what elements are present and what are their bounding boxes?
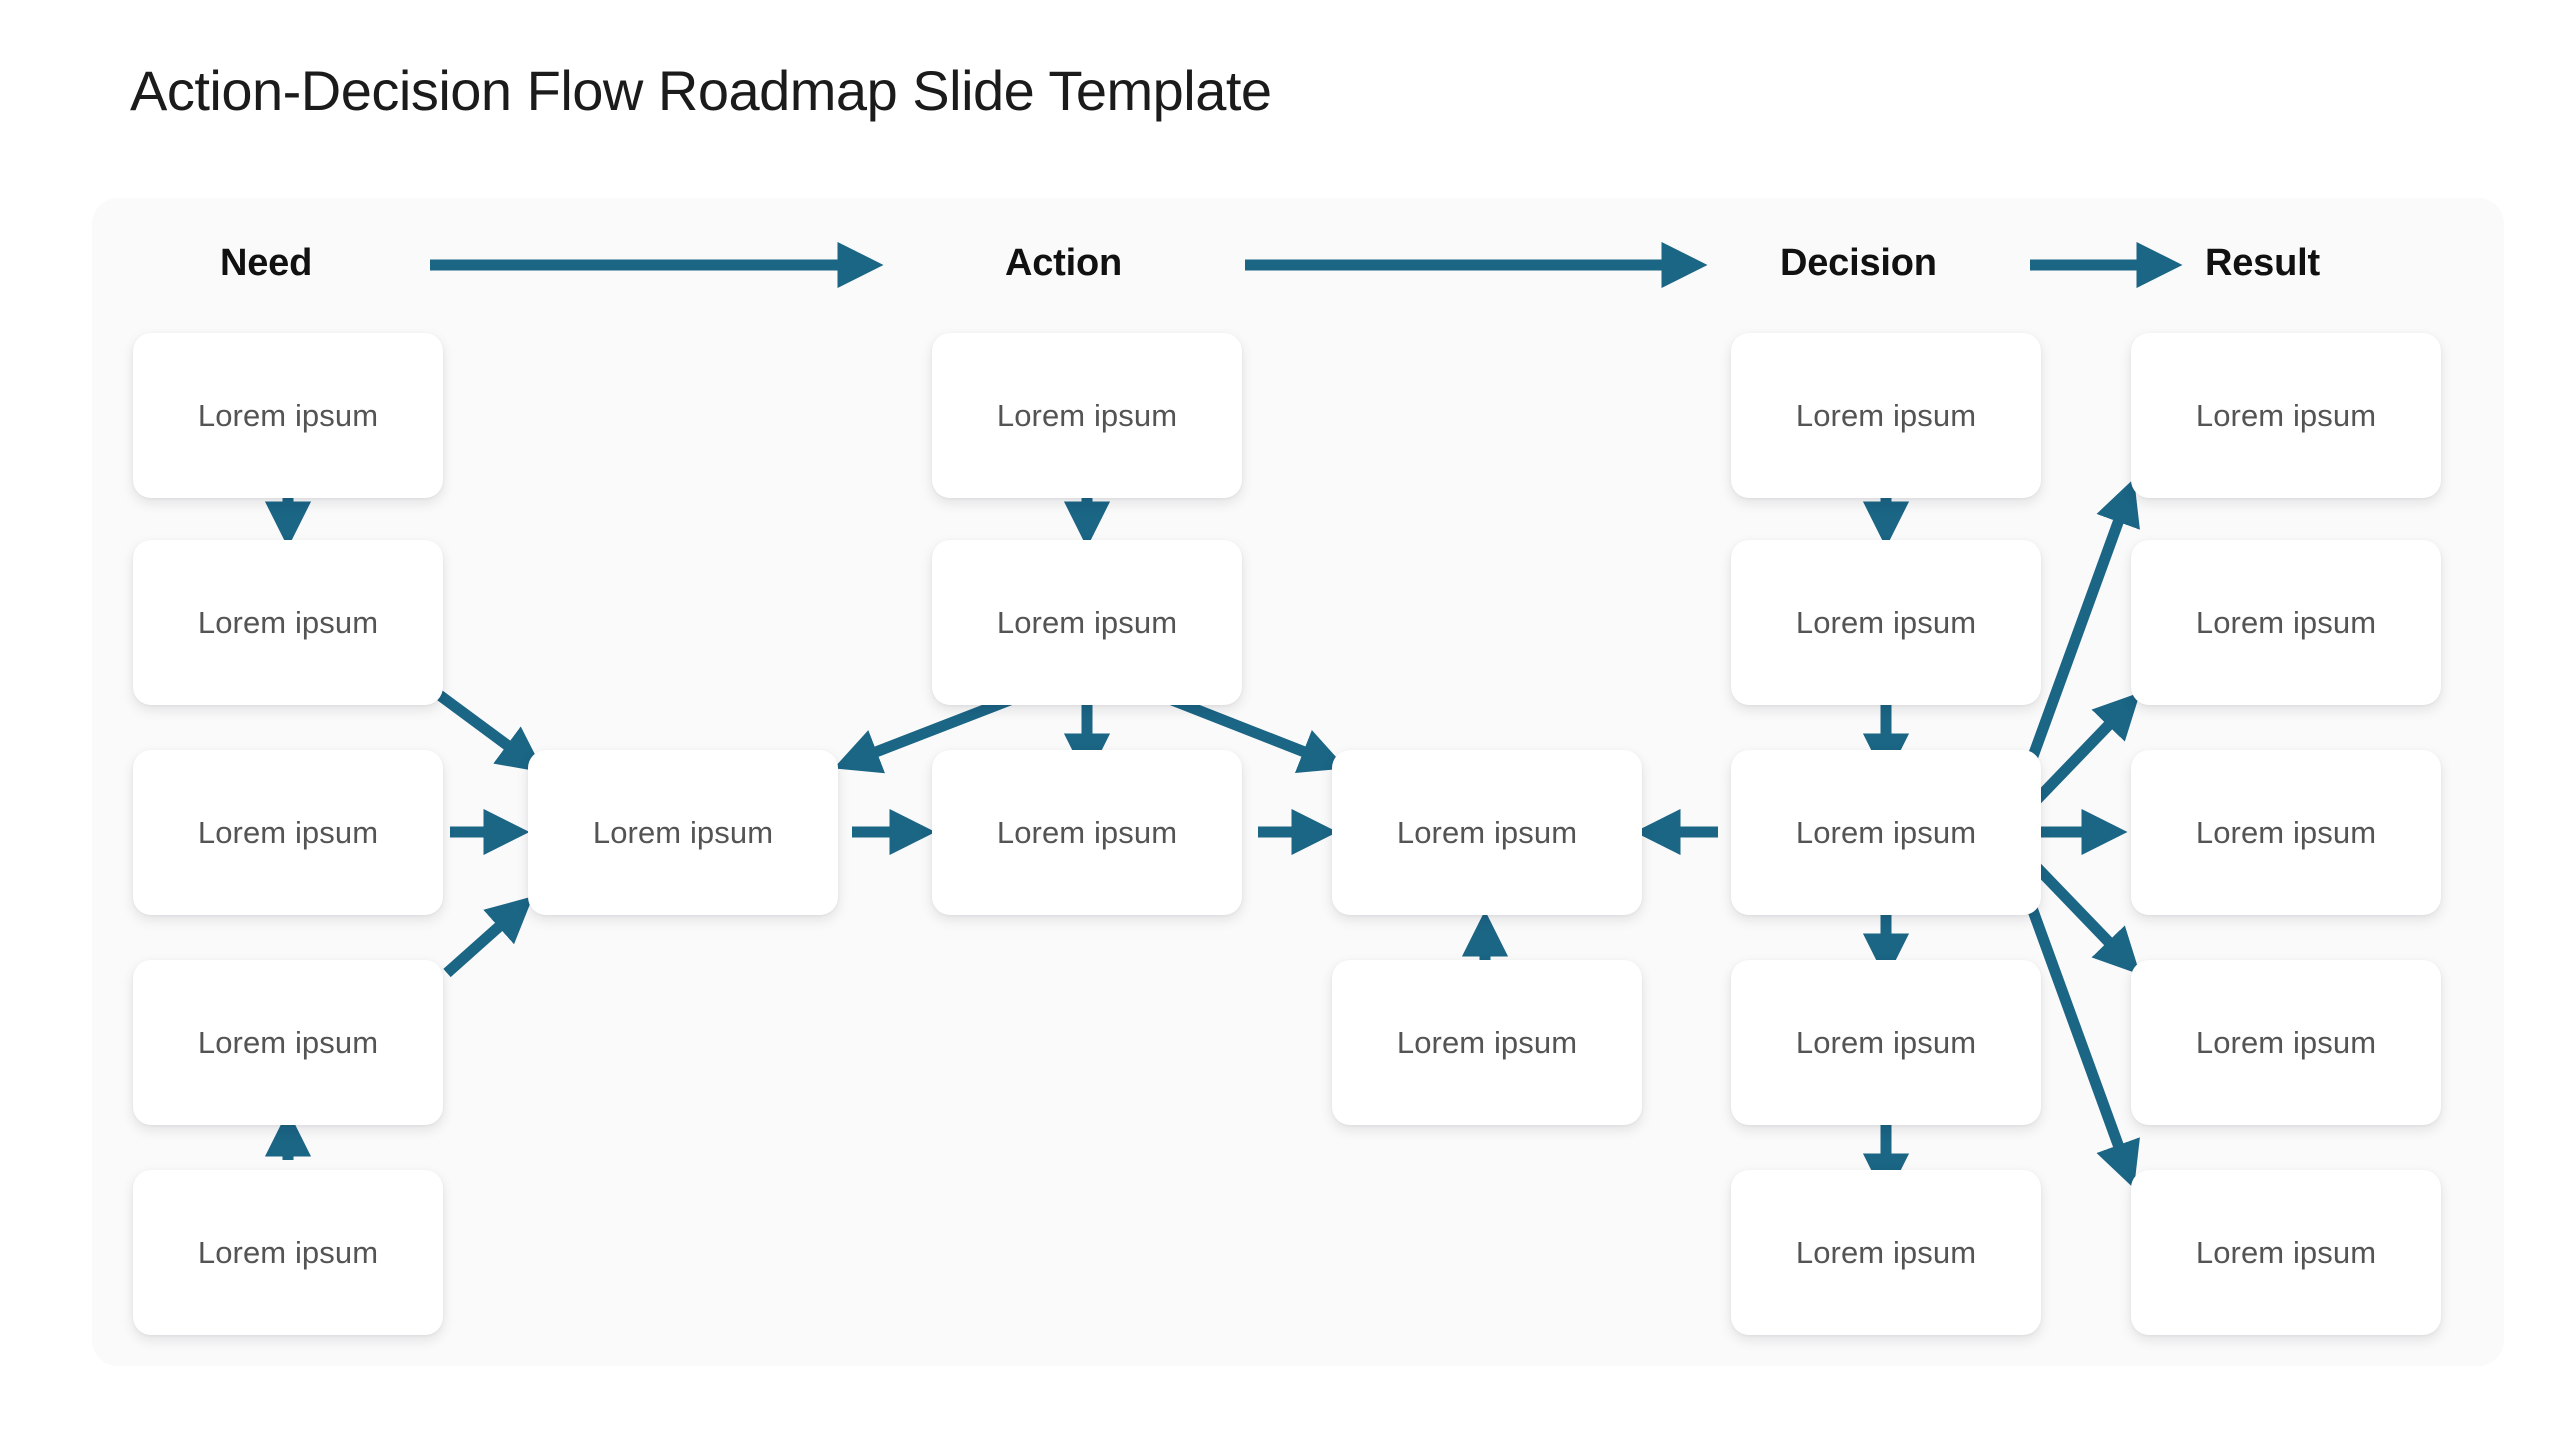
card-result-2[interactable]: Lorem ipsum bbox=[2131, 540, 2441, 705]
card-need-5[interactable]: Lorem ipsum bbox=[133, 1170, 443, 1335]
card-label: Lorem ipsum bbox=[2195, 604, 2377, 640]
card-label: Lorem ipsum bbox=[2195, 1234, 2377, 1270]
card-label: Lorem ipsum bbox=[1396, 814, 1578, 850]
card-need-3[interactable]: Lorem ipsum bbox=[133, 750, 443, 915]
card-label: Lorem ipsum bbox=[1795, 814, 1977, 850]
card-result-4[interactable]: Lorem ipsum bbox=[2131, 960, 2441, 1125]
card-label: Lorem ipsum bbox=[1795, 1234, 1977, 1270]
card-label: Lorem ipsum bbox=[1396, 1024, 1578, 1060]
card-decision-2[interactable]: Lorem ipsum bbox=[1731, 540, 2041, 705]
card-label: Lorem ipsum bbox=[996, 604, 1178, 640]
card-label: Lorem ipsum bbox=[2195, 814, 2377, 850]
card-decision-5[interactable]: Lorem ipsum bbox=[1731, 1170, 2041, 1335]
column-header-need: Need bbox=[220, 242, 313, 284]
column-header-result: Result bbox=[2205, 242, 2320, 284]
card-label: Lorem ipsum bbox=[1795, 604, 1977, 640]
card-action-3[interactable]: Lorem ipsum bbox=[932, 750, 1242, 915]
card-action-2[interactable]: Lorem ipsum bbox=[932, 540, 1242, 705]
page-title: Action-Decision Flow Roadmap Slide Templ… bbox=[130, 59, 1272, 122]
card-decision-4[interactable]: Lorem ipsum bbox=[1731, 960, 2041, 1125]
card-need-2[interactable]: Lorem ipsum bbox=[133, 540, 443, 705]
card-label: Lorem ipsum bbox=[197, 397, 379, 433]
card-label: Lorem ipsum bbox=[592, 814, 774, 850]
card-label: Lorem ipsum bbox=[197, 1234, 379, 1270]
card-need-4[interactable]: Lorem ipsum bbox=[133, 960, 443, 1125]
column-header-action: Action bbox=[1005, 242, 1123, 284]
card-label: Lorem ipsum bbox=[1795, 397, 1977, 433]
card-need-hub[interactable]: Lorem ipsum bbox=[528, 750, 838, 915]
card-label: Lorem ipsum bbox=[197, 1024, 379, 1060]
card-action-out-1[interactable]: Lorem ipsum bbox=[1332, 750, 1642, 915]
card-label: Lorem ipsum bbox=[2195, 397, 2377, 433]
card-need-1[interactable]: Lorem ipsum bbox=[133, 333, 443, 498]
card-label: Lorem ipsum bbox=[2195, 1024, 2377, 1060]
card-label: Lorem ipsum bbox=[996, 397, 1178, 433]
card-action-out-2[interactable]: Lorem ipsum bbox=[1332, 960, 1642, 1125]
card-label: Lorem ipsum bbox=[197, 814, 379, 850]
card-result-5[interactable]: Lorem ipsum bbox=[2131, 1170, 2441, 1335]
card-label: Lorem ipsum bbox=[996, 814, 1178, 850]
card-label: Lorem ipsum bbox=[1795, 1024, 1977, 1060]
column-header-decision: Decision bbox=[1780, 242, 1937, 284]
card-label: Lorem ipsum bbox=[197, 604, 379, 640]
card-result-3[interactable]: Lorem ipsum bbox=[2131, 750, 2441, 915]
card-action-1[interactable]: Lorem ipsum bbox=[932, 333, 1242, 498]
card-result-1[interactable]: Lorem ipsum bbox=[2131, 333, 2441, 498]
card-decision-3[interactable]: Lorem ipsum bbox=[1731, 750, 2041, 915]
card-decision-1[interactable]: Lorem ipsum bbox=[1731, 333, 2041, 498]
